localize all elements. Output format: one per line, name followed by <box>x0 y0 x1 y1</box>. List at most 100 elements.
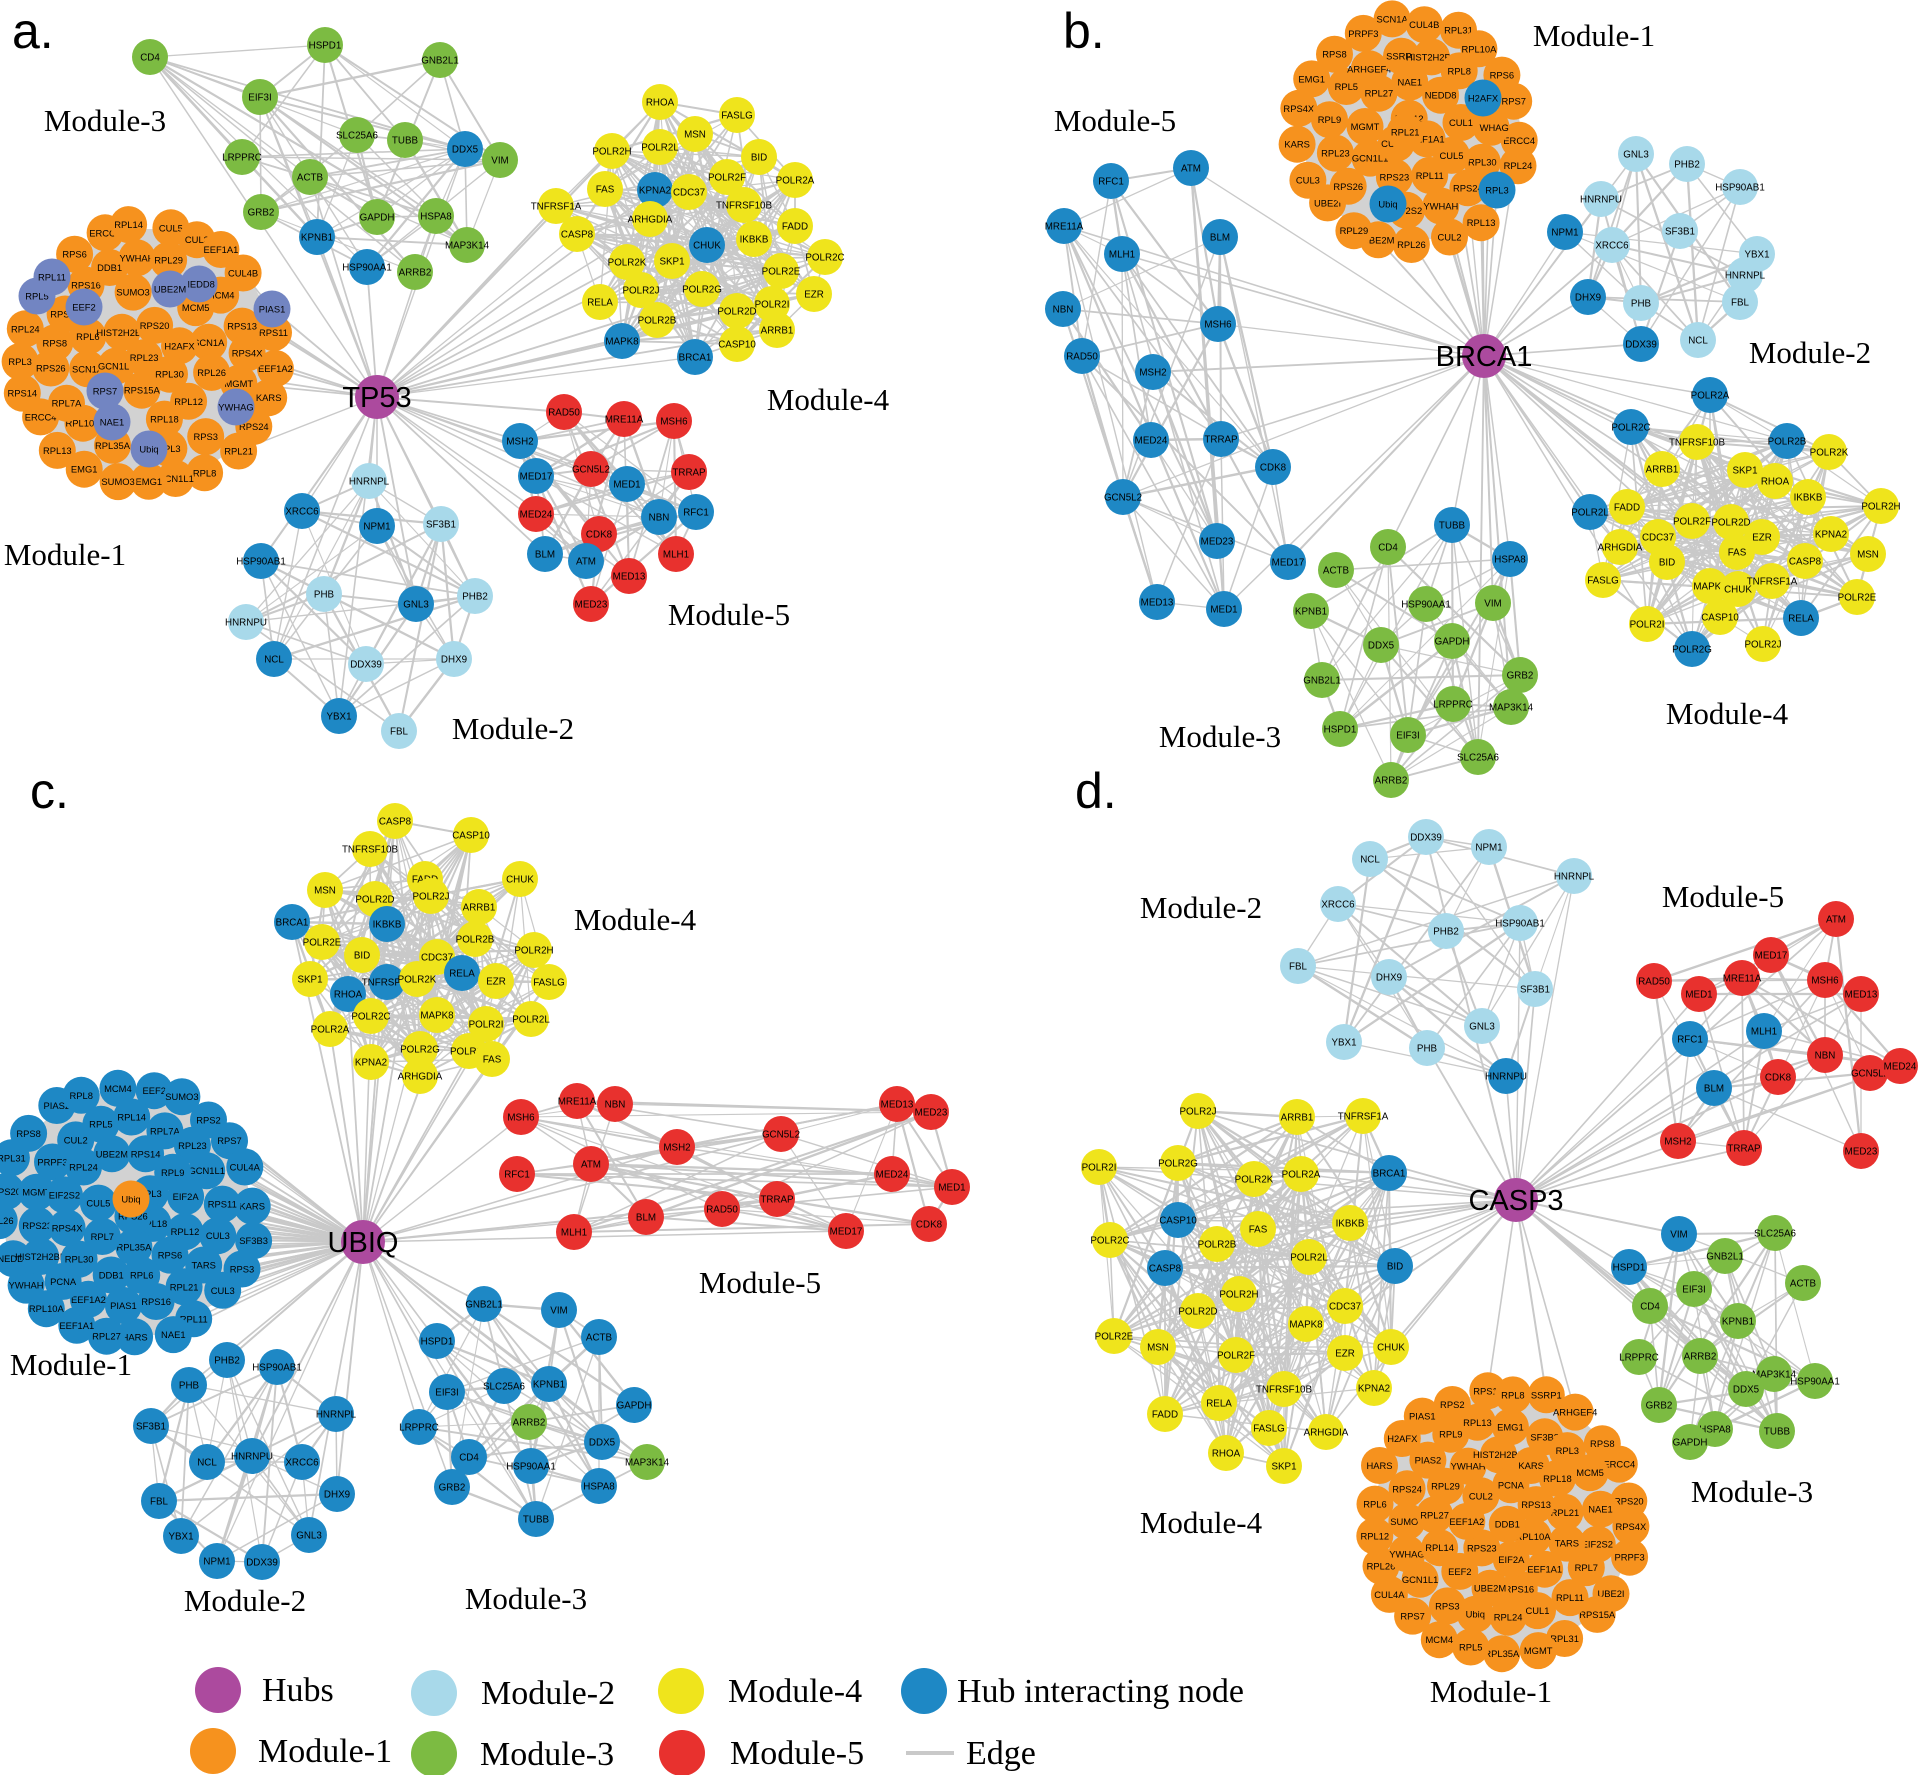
svg-text:RPL23: RPL23 <box>130 352 159 363</box>
svg-text:ARHGEF4: ARHGEF4 <box>1347 63 1391 74</box>
svg-text:YWHAG: YWHAG <box>218 402 253 413</box>
svg-text:RPL26: RPL26 <box>197 367 226 378</box>
svg-text:VIM: VIM <box>1670 1230 1687 1241</box>
svg-text:MED1: MED1 <box>1210 605 1237 616</box>
svg-text:VIM: VIM <box>491 156 508 167</box>
svg-text:NPM1: NPM1 <box>1551 228 1578 239</box>
svg-text:DHX9: DHX9 <box>1376 973 1402 984</box>
svg-text:RHOA: RHOA <box>646 98 675 109</box>
svg-text:PIAS1: PIAS1 <box>259 304 286 315</box>
svg-text:RPL23: RPL23 <box>178 1140 207 1151</box>
svg-text:EEF2: EEF2 <box>1448 1566 1471 1577</box>
svg-text:Module-1: Module-1 <box>10 1347 132 1382</box>
svg-text:SLC25A6: SLC25A6 <box>1754 1229 1796 1240</box>
svg-text:ATM: ATM <box>1181 164 1201 175</box>
svg-text:EMG1: EMG1 <box>71 464 98 475</box>
svg-text:MSN: MSN <box>314 886 336 897</box>
svg-text:MED23: MED23 <box>915 1108 948 1119</box>
svg-text:SF3B1: SF3B1 <box>1520 985 1550 996</box>
svg-text:MED1: MED1 <box>613 480 640 491</box>
svg-text:TRRAP: TRRAP <box>1727 1144 1761 1155</box>
svg-text:BRCA1: BRCA1 <box>1436 341 1533 373</box>
svg-text:RPL8: RPL8 <box>193 467 216 478</box>
svg-text:CDC37: CDC37 <box>673 188 705 199</box>
svg-text:XRCC6: XRCC6 <box>1321 900 1355 911</box>
svg-text:YWHAH: YWHAH <box>120 252 155 263</box>
svg-text:TUBB: TUBB <box>523 1515 550 1526</box>
svg-text:ACTB: ACTB <box>1790 1279 1817 1290</box>
svg-text:KPNA2: KPNA2 <box>355 1058 387 1069</box>
svg-text:RPS7: RPS7 <box>217 1135 242 1146</box>
svg-text:HSPD1: HSPD1 <box>309 41 342 52</box>
svg-text:MED13: MED13 <box>1141 598 1174 609</box>
svg-text:CASP10: CASP10 <box>1701 613 1739 624</box>
svg-text:POLR2A: POLR2A <box>776 176 815 187</box>
svg-text:Module-4: Module-4 <box>574 902 697 937</box>
svg-text:c.: c. <box>30 763 69 819</box>
svg-text:RPS14: RPS14 <box>131 1148 161 1159</box>
svg-text:TARS: TARS <box>1555 1538 1579 1549</box>
svg-text:FASLG: FASLG <box>721 111 753 122</box>
svg-text:POLR2H: POLR2H <box>592 147 631 158</box>
svg-text:RPS7: RPS7 <box>1501 96 1526 107</box>
svg-text:MRE11A: MRE11A <box>558 1097 597 1108</box>
svg-text:DDX39: DDX39 <box>246 1558 278 1569</box>
svg-text:GAPDH: GAPDH <box>360 213 395 224</box>
svg-text:UBE2M: UBE2M <box>96 1148 128 1159</box>
svg-text:FBL: FBL <box>390 727 409 738</box>
svg-text:RPL11: RPL11 <box>1556 1592 1584 1603</box>
svg-text:POLR2F: POLR2F <box>1673 517 1711 528</box>
svg-text:TARS: TARS <box>192 1260 216 1271</box>
svg-text:FASLG: FASLG <box>1587 576 1619 587</box>
svg-text:POLR2L: POLR2L <box>512 1015 550 1026</box>
svg-text:CD4: CD4 <box>1378 543 1398 554</box>
svg-text:TNFRSF10B: TNFRSF10B <box>1256 1385 1313 1396</box>
svg-text:MAP3K14: MAP3K14 <box>445 241 490 252</box>
svg-text:CUL1: CUL1 <box>1526 1605 1550 1616</box>
svg-text:Module-1: Module-1 <box>1430 1674 1552 1709</box>
svg-text:MLH1: MLH1 <box>663 550 689 561</box>
svg-text:MED23: MED23 <box>1845 1147 1878 1158</box>
svg-text:RPS6: RPS6 <box>158 1250 183 1261</box>
svg-text:POLR2L: POLR2L <box>1290 1253 1328 1264</box>
svg-text:RPS24: RPS24 <box>1453 182 1483 193</box>
svg-text:MED1: MED1 <box>1685 990 1712 1001</box>
svg-text:PHB: PHB <box>1417 1044 1438 1055</box>
svg-text:HSPA8: HSPA8 <box>583 1482 615 1493</box>
svg-text:RPL30: RPL30 <box>1468 157 1497 168</box>
svg-text:DDX5: DDX5 <box>589 1438 616 1449</box>
svg-text:MED24: MED24 <box>1884 1062 1917 1073</box>
svg-text:RPS8: RPS8 <box>1322 49 1347 60</box>
svg-text:GNB2L1: GNB2L1 <box>1706 1252 1744 1263</box>
svg-text:RPS7: RPS7 <box>93 386 118 397</box>
svg-text:EEF2: EEF2 <box>72 302 95 313</box>
svg-text:TNFRSF1A: TNFRSF1A <box>1747 577 1798 588</box>
svg-text:RPL7: RPL7 <box>91 1231 114 1242</box>
svg-text:RPL27: RPL27 <box>92 1331 121 1342</box>
svg-text:RPS14: RPS14 <box>7 388 37 399</box>
svg-text:GAPDH: GAPDH <box>1435 637 1470 648</box>
svg-text:SKP1: SKP1 <box>659 257 684 268</box>
svg-text:BLM: BLM <box>1704 1084 1724 1095</box>
svg-text:ATM: ATM <box>581 1160 601 1171</box>
svg-text:H2AFX: H2AFX <box>1468 93 1499 104</box>
svg-text:HNRNPL: HNRNPL <box>349 477 390 488</box>
svg-text:Module-4: Module-4 <box>1140 1505 1263 1540</box>
svg-text:TUBB: TUBB <box>1764 1427 1791 1438</box>
svg-text:RELA: RELA <box>1788 614 1814 625</box>
svg-text:RPL27: RPL27 <box>1365 88 1394 99</box>
svg-text:RPS2: RPS2 <box>1440 1399 1465 1410</box>
svg-text:LRPPRC: LRPPRC <box>399 1423 439 1434</box>
svg-text:MSN: MSN <box>684 130 706 141</box>
svg-text:POLR2B: POLR2B <box>1198 1240 1237 1251</box>
svg-text:RELA: RELA <box>1206 1399 1232 1410</box>
svg-text:RPL6: RPL6 <box>130 1270 153 1281</box>
svg-text:TUBB: TUBB <box>392 136 419 147</box>
svg-text:YWHAH: YWHAH <box>1423 201 1458 212</box>
svg-text:RPL9: RPL9 <box>1318 114 1341 125</box>
svg-text:RPS16: RPS16 <box>141 1296 171 1307</box>
svg-text:TNFRSF1A: TNFRSF1A <box>1338 1112 1389 1123</box>
svg-text:MAPK8: MAPK8 <box>420 1011 454 1022</box>
svg-text:BLM: BLM <box>535 550 555 561</box>
svg-text:MRE11A: MRE11A <box>605 415 644 426</box>
